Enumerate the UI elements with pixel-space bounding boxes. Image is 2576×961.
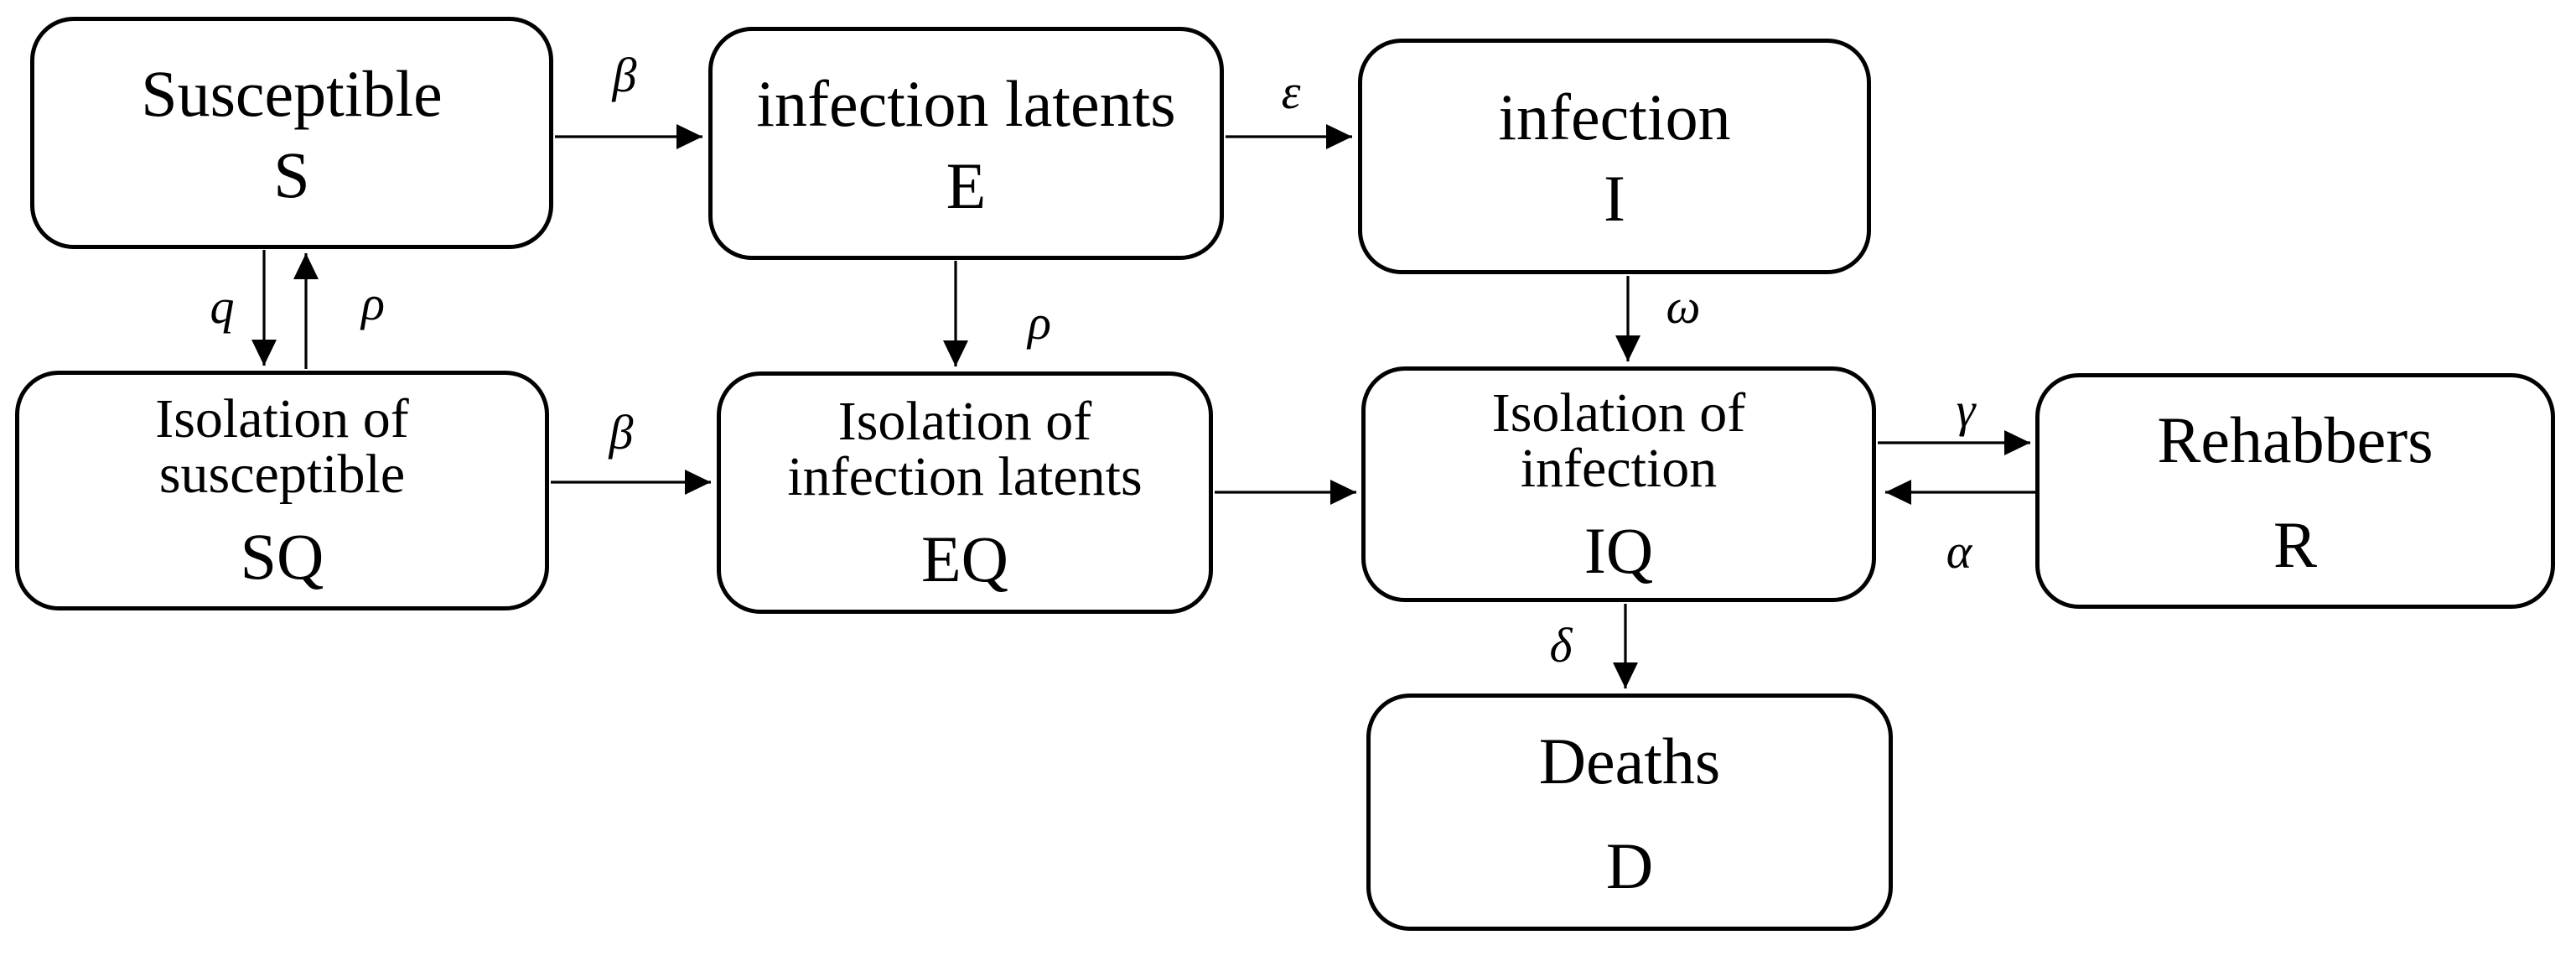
node-susceptible: Susceptible S	[30, 17, 553, 249]
node-deaths: Deaths D	[1366, 693, 1893, 931]
node-isolation-of-infection: Isolation of infection IQ	[1361, 366, 1876, 602]
node-label-line: Deaths	[1538, 724, 1721, 797]
node-label-line: susceptible	[158, 444, 406, 505]
node-label-line: Isolation of	[837, 390, 1092, 452]
node-deaths-label: Deaths	[1539, 725, 1721, 797]
node-infection-latents: infection latents E	[708, 27, 1224, 260]
node-isolation-of-infection-latents-label: Isolation of infection latents	[787, 390, 1143, 507]
edge-label-alpha-r-iq: α	[1946, 524, 1972, 579]
node-label-line: Rehabbers	[2157, 403, 2433, 476]
node-rehabbers-symbol: R	[2273, 508, 2318, 582]
node-susceptible-symbol: S	[273, 138, 310, 212]
node-rehabbers: Rehabbers R	[2035, 373, 2555, 609]
node-label-line: Susceptible	[141, 56, 443, 130]
edge-label-delta-iq-d: δ	[1549, 618, 1573, 673]
node-label-line: infection latents	[756, 67, 1176, 141]
node-isolation-of-susceptible-symbol: SQ	[240, 520, 324, 593]
edge-label-rho-e-eq: ρ	[1028, 295, 1051, 350]
node-isolation-of-susceptible-label: Isolation of susceptible	[155, 392, 408, 502]
node-isolation-of-infection-latents-symbol: EQ	[921, 522, 1008, 595]
node-infection-label: infection	[1498, 81, 1730, 153]
node-infection-latents-label: infection latents	[756, 68, 1175, 140]
node-isolation-of-infection-latents: Isolation of infection latents EQ	[717, 371, 1213, 614]
node-infection-symbol: I	[1604, 162, 1625, 236]
edge-label-beta-sq-eq: β	[609, 405, 634, 460]
node-isolation-of-infection-label: Isolation of infection	[1491, 382, 1746, 499]
edge-label-omega-i-iq: ω	[1666, 279, 1701, 334]
node-label-line: infection	[1498, 80, 1731, 153]
node-label-line: Isolation of	[1491, 382, 1746, 444]
edge-label-beta-s-e: β	[612, 48, 637, 102]
node-rehabbers-label: Rehabbers	[2157, 403, 2433, 476]
node-infection: infection I	[1358, 39, 1871, 274]
node-label-line: Isolation of	[155, 388, 409, 449]
node-label-line: infection latents	[787, 445, 1143, 507]
node-isolation-of-infection-symbol: IQ	[1583, 513, 1654, 587]
node-susceptible-label: Susceptible	[141, 56, 443, 130]
edge-label-q-s-sq: q	[210, 279, 235, 334]
edge-label-gamma-iq-r: γ	[1956, 382, 1976, 437]
node-deaths-symbol: D	[1605, 829, 1654, 903]
edge-label-epsilon-e-i: ε	[1281, 65, 1301, 119]
node-isolation-of-susceptible: Isolation of susceptible SQ	[15, 371, 549, 610]
edge-label-rho-sq-s: ρ	[361, 276, 385, 330]
node-infection-latents-symbol: E	[946, 148, 987, 222]
node-label-line: infection	[1520, 437, 1718, 499]
